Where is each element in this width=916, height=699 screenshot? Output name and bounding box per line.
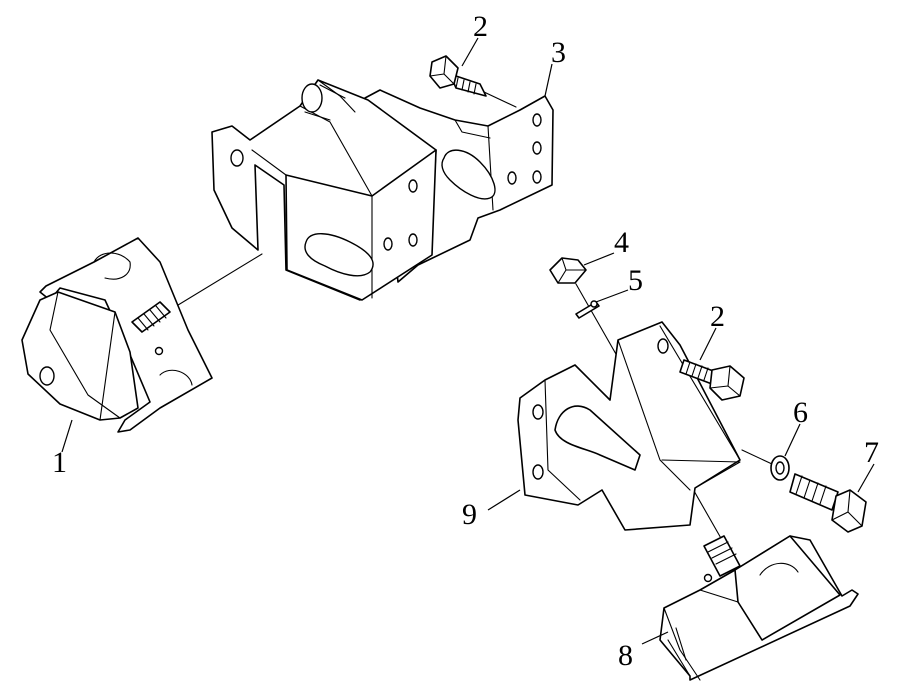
- left-engine-mount: [21, 237, 213, 433]
- callout-4: 4: [583, 226, 629, 266]
- callout-label: 9: [462, 498, 477, 531]
- callout-2-lower: 2: [699, 300, 725, 361]
- hex-bolt: [789, 473, 867, 533]
- right-engine-mount: [659, 535, 859, 681]
- callout-label: 6: [793, 396, 808, 429]
- callout-3: 3: [544, 36, 566, 97]
- callout-label: 2: [473, 10, 488, 43]
- lock-washer: [770, 455, 790, 481]
- callout-label: 5: [628, 264, 643, 297]
- callout-label: 4: [614, 226, 629, 259]
- callout-label: 3: [551, 36, 566, 69]
- callout-label: 7: [864, 436, 879, 469]
- callout-2-upper: 2: [461, 10, 488, 67]
- bolt-upper: [429, 55, 487, 97]
- callout-label: 1: [52, 446, 67, 479]
- callout-label: 2: [710, 300, 725, 333]
- callout-label: 8: [618, 639, 633, 672]
- callout-9: 9: [462, 489, 521, 531]
- lower-frame-bracket: [517, 321, 741, 531]
- upper-frame-bracket: [211, 79, 554, 301]
- callout-1: 1: [52, 419, 73, 479]
- bolt-lower: [679, 359, 745, 401]
- callout-5: 5: [595, 264, 643, 303]
- callout-6: 6: [784, 396, 808, 457]
- callout-7: 7: [857, 436, 879, 493]
- cotter-pin: [575, 300, 600, 319]
- callout-8: 8: [618, 631, 669, 672]
- nut: [549, 257, 587, 284]
